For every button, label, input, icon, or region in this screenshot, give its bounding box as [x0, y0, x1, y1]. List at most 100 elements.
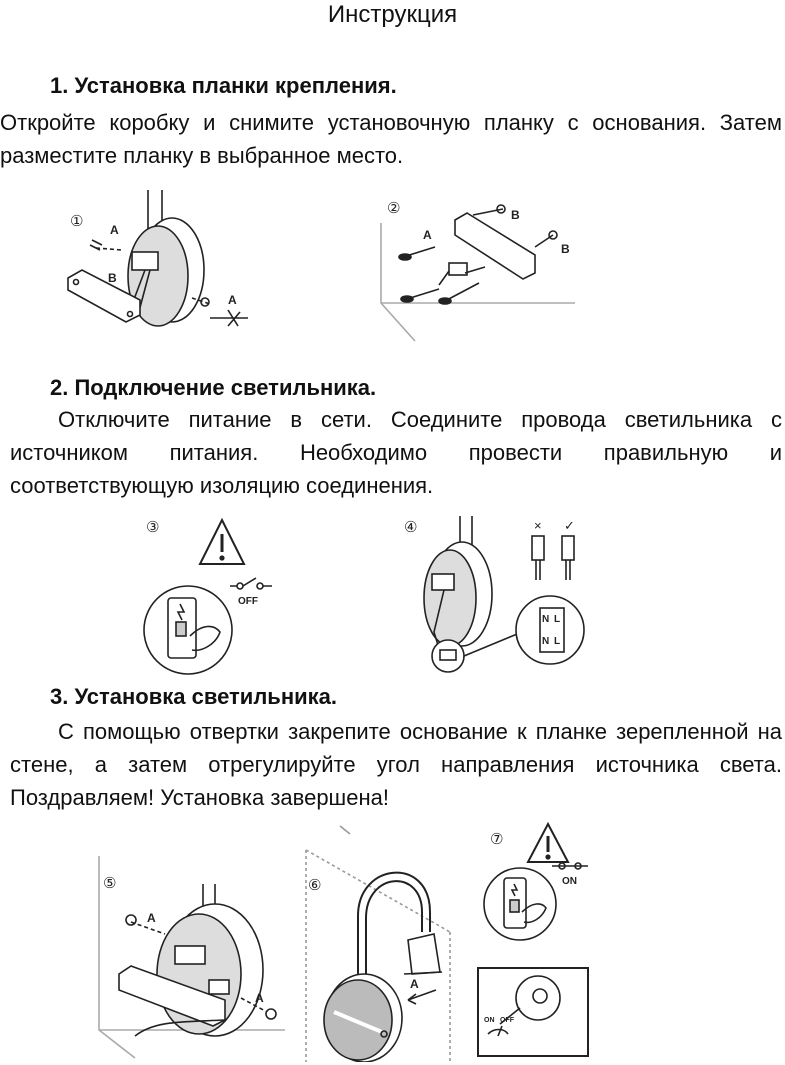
arrow-head — [407, 993, 417, 1005]
step-5-number: ⑤ — [103, 875, 116, 892]
wall-corner — [380, 223, 575, 342]
warning-icon — [526, 822, 570, 863]
dial-knob — [532, 988, 548, 1004]
finger-icon — [521, 903, 547, 924]
step-3-number: ③ — [146, 519, 159, 536]
zoom-line — [499, 1007, 521, 1025]
label-a1: A — [147, 911, 156, 925]
gooseneck-arm — [365, 880, 423, 992]
step-1-illustration: ① A B A — [67, 190, 248, 327]
terminal-n: N — [542, 636, 549, 647]
switch-contact — [236, 582, 244, 590]
step-2-number: ② — [387, 200, 400, 217]
label-b: B — [108, 271, 117, 285]
driver-box — [174, 945, 206, 965]
finger-icon — [189, 625, 221, 652]
section-2-text: Отключите питание в сети. Соедините пров… — [10, 407, 782, 498]
detail-circle — [143, 585, 233, 675]
electricity-icon — [510, 883, 519, 897]
switch-off-label: OFF — [238, 596, 258, 607]
section-1-text: Откройте коробку и снимите установочную … — [0, 110, 782, 168]
base-inner — [423, 549, 477, 647]
switch-contact — [256, 582, 264, 590]
anchor-tip — [398, 253, 412, 261]
dial-off-label: OFF — [500, 1017, 515, 1024]
label-a2: A — [255, 991, 264, 1005]
switch-toggle — [509, 899, 520, 913]
dial-arc — [487, 1028, 509, 1035]
connector-right — [561, 535, 575, 561]
section-2-heading: 2. Подключение светильника. — [50, 375, 377, 400]
screwdriver — [210, 309, 248, 327]
label-b1: B — [511, 208, 520, 222]
detail-circle — [483, 867, 557, 941]
step-4-illustration: ④ N L N L × ✓ — [404, 516, 585, 673]
screw — [200, 297, 210, 307]
dial-pointer — [497, 1025, 503, 1037]
lamp-head-rim — [403, 971, 443, 975]
step-2-illustration: ② B B A — [380, 200, 575, 342]
label-a: A — [423, 228, 432, 242]
bar-hole — [72, 278, 80, 286]
gooseneck-arm — [357, 871, 431, 992]
label-a2: A — [228, 293, 237, 307]
bar-hole — [126, 310, 134, 318]
wall-outline — [305, 849, 451, 1062]
warning-dot — [219, 555, 225, 561]
mounting-bar — [67, 269, 141, 323]
dial-on-label: ON — [484, 1017, 495, 1024]
anchor-tip — [400, 295, 414, 303]
label-a: A — [110, 223, 119, 237]
connector-wrong — [531, 535, 545, 561]
switch-open-icon — [230, 577, 272, 587]
arrow-a1 — [130, 921, 166, 935]
page-title: Инструкция — [327, 1, 458, 28]
screw-b1 — [472, 208, 504, 216]
right-mark: ✓ — [564, 518, 575, 533]
connector — [439, 649, 457, 661]
driver-box — [131, 251, 159, 271]
section-3-heading: 3. Установка светильника. — [50, 684, 337, 709]
anchor-tip — [438, 297, 452, 305]
label-a: A — [410, 977, 419, 991]
dial-zoom — [515, 975, 561, 1021]
switch-panel — [167, 597, 197, 659]
screw — [265, 1008, 277, 1020]
wires — [438, 266, 486, 286]
label-b2: B — [561, 242, 570, 256]
driver-box — [431, 573, 455, 591]
terminal-block — [208, 979, 230, 995]
base-slot — [333, 1010, 383, 1034]
step-6-number: ⑥ — [308, 877, 321, 894]
wall-edge — [339, 825, 351, 835]
step-1-number: ① — [70, 213, 83, 230]
cable — [134, 1019, 226, 1037]
step-4-number: ④ — [404, 519, 417, 536]
step-5-illustration: ⑤ A A — [98, 856, 285, 1059]
lamp-head — [407, 933, 441, 975]
anchor — [444, 282, 480, 302]
arrow-a — [407, 989, 437, 1001]
switch-panel — [503, 877, 527, 929]
section-3-text: С помощью отвертки закрепите основание к… — [10, 719, 782, 810]
screw — [125, 914, 137, 926]
step-7-number: ⑦ — [490, 831, 503, 848]
screw-head — [548, 230, 558, 240]
switch-on-label: ON — [562, 876, 577, 887]
warning-dot — [545, 854, 551, 860]
screw-a — [89, 239, 103, 251]
arrow-a — [95, 247, 123, 251]
terminal-l: L — [554, 636, 560, 647]
screw-head — [496, 204, 506, 214]
step-7-illustration: ⑦ ON ON OFF — [477, 822, 589, 1057]
warning-icon — [198, 517, 246, 565]
base-screw — [380, 1030, 388, 1038]
terminal-block — [539, 607, 565, 653]
mounting-bar — [454, 212, 536, 280]
detail-box — [477, 967, 589, 1057]
step-6-illustration: ⑥ A — [305, 825, 451, 1062]
wrong-mark: × — [534, 518, 542, 533]
wire-ends — [535, 560, 571, 580]
section-1-heading: 1. Установка планки крепления. — [50, 73, 397, 98]
switch-toggle — [175, 621, 187, 637]
